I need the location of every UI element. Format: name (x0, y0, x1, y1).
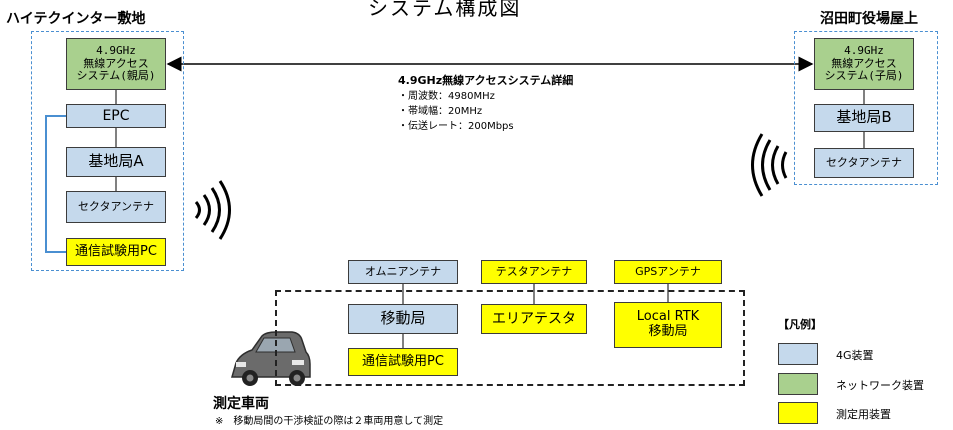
legend-label-measurement: 測定用装置 (836, 408, 891, 421)
test-pc-left-box: 通信試験用PC (66, 238, 166, 266)
diagram-title: システム構成図 (368, 0, 522, 20)
connector-epc-testpc (45, 115, 66, 253)
local-rtk-box: Local RTK 移動局 (614, 302, 722, 348)
link-detail-rate: ・伝送レート：200Mbps (398, 121, 514, 132)
vehicle-note: ※ 移動局間の干渉検証の際は２車両用意して測定 (215, 416, 444, 427)
vehicle-frame (275, 290, 745, 386)
legend-label-4g: 4G装置 (836, 349, 874, 362)
epc-box: EPC (66, 104, 166, 128)
site-right-label: 沼田町役場屋上 (820, 11, 918, 27)
site-left-frame (31, 31, 184, 271)
legend-swatch-4g (778, 343, 818, 365)
area-tester-box: エリアテスタ (481, 304, 587, 334)
sector-antenna-left-box: セクタアンテナ (66, 191, 166, 223)
legend-swatch-measurement (778, 402, 818, 424)
omni-antenna-box: オムニアンテナ (348, 260, 458, 284)
site-right-frame (794, 31, 938, 185)
legend-swatch-network (778, 373, 818, 395)
radio-wave-right-icon (751, 133, 788, 197)
gps-antenna-box: GPSアンテナ (614, 260, 722, 284)
legend-title: 【凡例】 (778, 318, 822, 331)
test-pc-vehicle-box: 通信試験用PC (348, 348, 458, 376)
child-station-box: 4.9GHz 無線アクセス システム(子局) (814, 38, 914, 90)
radio-wave-left-icon (194, 180, 231, 240)
sector-antenna-right-box: セクタアンテナ (814, 148, 914, 178)
link-details-heading: 4.9GHz無線アクセスシステム詳細 (398, 74, 574, 87)
link-detail-frequency: ・周波数：4980MHz (398, 91, 495, 102)
legend-label-network: ネットワーク装置 (836, 379, 924, 392)
base-station-b-box: 基地局B (814, 104, 914, 132)
vehicle-label: 測定車両 (213, 396, 269, 412)
tester-antenna-box: テスタアンテナ (481, 260, 587, 284)
mobile-station-box: 移動局 (348, 304, 458, 334)
base-station-a-box: 基地局A (66, 147, 166, 177)
link-detail-bandwidth: ・帯域幅：20MHz (398, 106, 483, 117)
site-left-label: ハイテクインター敷地 (6, 11, 146, 27)
parent-station-box: 4.9GHz 無線アクセス システム(親局) (66, 38, 166, 90)
